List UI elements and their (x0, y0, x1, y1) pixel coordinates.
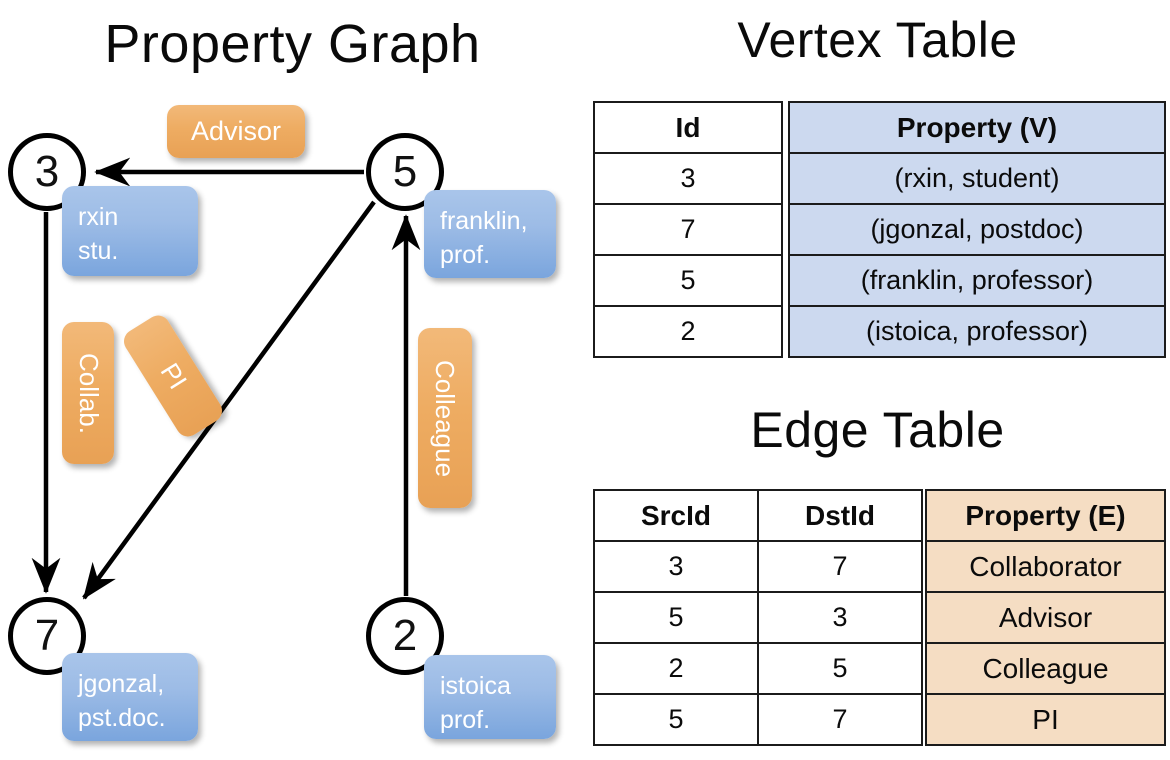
table-row[interactable]: (franklin, professor) (788, 254, 1166, 307)
vertex-property-line1: rxin (78, 203, 119, 231)
edge-label-box-advisor[interactable]: Advisor (167, 105, 305, 158)
table-row[interactable]: 3 7 (593, 540, 923, 593)
column-header-srcid: SrcId (593, 489, 759, 542)
vertex-property-line1: jgonzal, (78, 670, 165, 698)
vertex-property-box-rxin[interactable]: rxin stu. (62, 186, 198, 276)
cell-edge-dstid: 7 (757, 693, 923, 746)
vertex-property-line2: stu. (78, 237, 119, 265)
table-row[interactable]: 7 (593, 203, 783, 256)
cell-vertex-id: 7 (593, 203, 783, 256)
table-row[interactable]: 5 3 (593, 591, 923, 644)
cell-vertex-id: 3 (593, 152, 783, 205)
edge-label-text-collab: Collab. (73, 352, 104, 434)
cell-edge-srcid: 3 (593, 540, 759, 593)
page-title-vertex-table: Vertex Table (737, 12, 1018, 68)
vertex-property-box-franklin[interactable]: franklin, prof. (424, 190, 556, 278)
cell-vertex-property: (istoica, professor) (788, 305, 1166, 358)
cell-edge-property: PI (925, 693, 1166, 746)
table-row[interactable]: (rxin, student) (788, 152, 1166, 205)
page-title-edge-table: Edge Table (750, 402, 1005, 458)
cell-edge-property: Advisor (925, 591, 1166, 644)
vertex-property-line2: prof. (440, 241, 491, 269)
edge-arrow-5-to-7 (82, 200, 376, 600)
cell-edge-property: Colleague (925, 642, 1166, 695)
table-header-row: Property (V) (788, 101, 1166, 154)
table-row[interactable]: Advisor (925, 591, 1166, 644)
vertex-property-line1: istoica (440, 672, 511, 700)
edge-table-property-column: Property (E) Collaborator Advisor Collea… (925, 489, 1166, 746)
edge-label-box-colleague[interactable]: Colleague (418, 328, 472, 508)
graph-edge-arrows (31, 157, 421, 600)
table-row[interactable]: Colleague (925, 642, 1166, 695)
column-header-property-v: Property (V) (788, 101, 1166, 154)
table-row[interactable]: 2 5 (593, 642, 923, 695)
graph-vertex-2[interactable]: 2 (366, 597, 444, 675)
vertex-property-line1: franklin, (440, 207, 528, 235)
table-header-row: Property (E) (925, 489, 1166, 542)
column-header-property-e: Property (E) (925, 489, 1166, 542)
cell-vertex-property: (franklin, professor) (788, 254, 1166, 307)
cell-edge-srcid: 5 (593, 591, 759, 644)
cell-vertex-id: 2 (593, 305, 783, 358)
table-row[interactable]: 5 7 (593, 693, 923, 746)
cell-edge-dstid: 3 (757, 591, 923, 644)
vertex-table-id-column: Id 3 7 5 2 (593, 101, 783, 358)
cell-edge-dstid: 7 (757, 540, 923, 593)
table-row[interactable]: (istoica, professor) (788, 305, 1166, 358)
table-header-row: SrcId DstId (593, 489, 923, 542)
edge-label-box-collab[interactable]: Collab. (62, 322, 114, 464)
table-header-row: Id (593, 101, 783, 154)
edge-label-text-advisor: Advisor (190, 116, 282, 146)
vertex-property-box-istoica[interactable]: istoica prof. (424, 655, 556, 739)
edge-label-text-pi: PI (154, 357, 193, 395)
graph-vertex-5[interactable]: 5 (366, 133, 444, 211)
table-row[interactable]: Collaborator (925, 540, 1166, 593)
cell-vertex-id: 5 (593, 254, 783, 307)
table-row[interactable]: (jgonzal, postdoc) (788, 203, 1166, 256)
property-graph-diagram: 3 5 7 2 rxin stu. franklin, prof. jgonza… (8, 105, 556, 741)
table-row[interactable]: 2 (593, 305, 783, 358)
cell-vertex-property: (jgonzal, postdoc) (788, 203, 1166, 256)
edge-table-src-dst-columns: SrcId DstId 3 7 5 3 2 5 5 7 (593, 489, 923, 746)
table-row[interactable]: 5 (593, 254, 783, 307)
table-row[interactable]: PI (925, 693, 1166, 746)
cell-edge-srcid: 2 (593, 642, 759, 695)
column-header-dstid: DstId (757, 489, 923, 542)
table-row[interactable]: 3 (593, 152, 783, 205)
cell-vertex-property: (rxin, student) (788, 152, 1166, 205)
cell-edge-srcid: 5 (593, 693, 759, 746)
vertex-property-line2: pst.doc. (78, 704, 166, 732)
vertex-property-line2: prof. (440, 706, 491, 734)
page-title-property-graph: Property Graph (104, 14, 481, 74)
vertex-property-box-jgonzal[interactable]: jgonzal, pst.doc. (62, 653, 198, 741)
edge-label-text-colleague: Colleague (430, 359, 461, 477)
cell-edge-dstid: 5 (757, 642, 923, 695)
vertex-table-property-column: Property (V) (rxin, student) (jgonzal, p… (788, 101, 1166, 358)
cell-edge-property: Collaborator (925, 540, 1166, 593)
column-header-id: Id (593, 101, 783, 154)
